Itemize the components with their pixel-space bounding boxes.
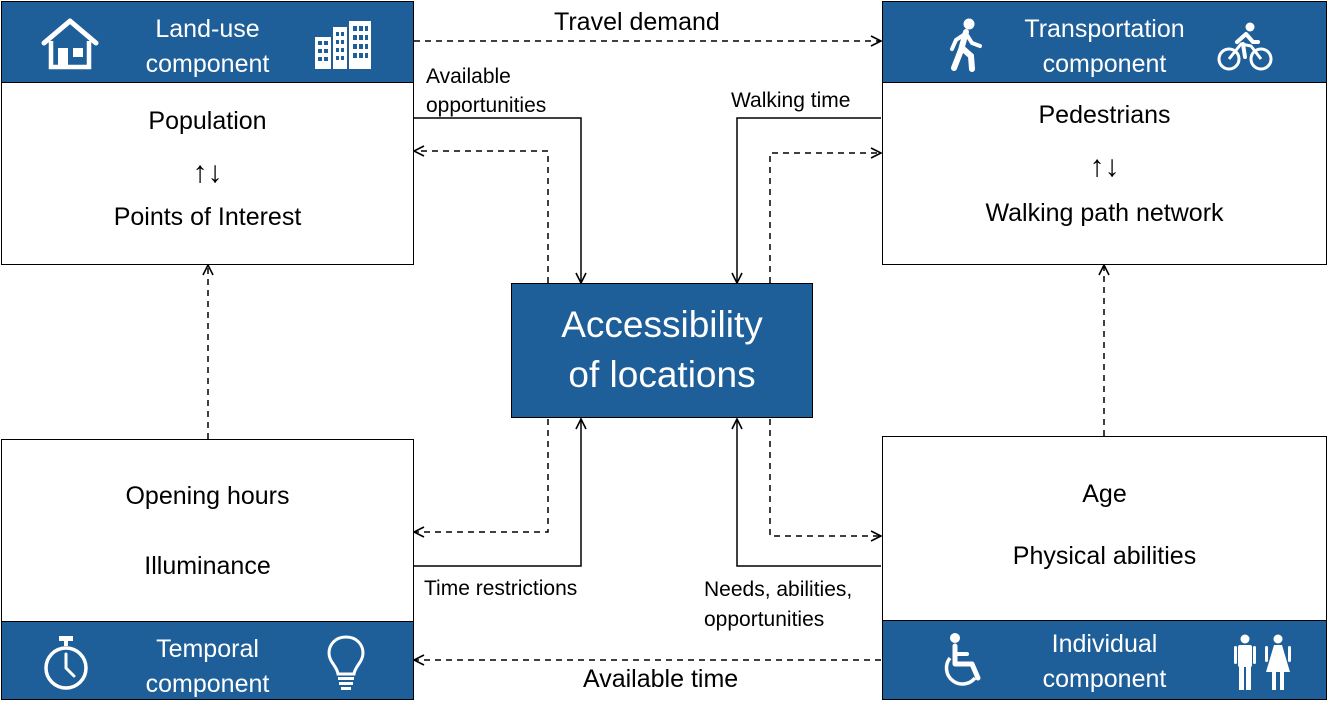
pedestrian-icon xyxy=(950,18,982,72)
center-title-line2: of locations xyxy=(568,354,756,395)
individual-title-line1: Individual xyxy=(1051,630,1158,658)
available-opportunities-label-line1: Available xyxy=(426,65,511,88)
available-opportunities-label-line2: opportunities xyxy=(426,94,547,117)
center-to-temporal-arrow xyxy=(414,419,549,532)
travel-demand-label: Travel demand xyxy=(554,8,720,36)
walking-time-label: Walking time xyxy=(731,89,851,112)
needs-abilities-label-line1: Needs, abilities, xyxy=(704,578,853,601)
individual-title-line2: component xyxy=(1042,665,1167,693)
temporal-body: Opening hours Illuminance xyxy=(1,439,414,622)
time-restrictions-arrow xyxy=(414,419,581,567)
land-use-item-poi: Points of Interest xyxy=(113,203,302,231)
transportation-swap-arrows: ↑↓ xyxy=(1089,150,1120,183)
people-icon xyxy=(1234,634,1291,690)
temporal-title-line2: component xyxy=(145,670,270,698)
wheelchair-icon xyxy=(944,633,981,686)
temporal-title-line1: Temporal xyxy=(156,635,259,663)
individual-item-age: Age xyxy=(1082,480,1127,508)
cyclist-icon xyxy=(1217,22,1273,71)
walking-time-arrow xyxy=(737,117,881,283)
land-use-swap-arrows: ↑↓ xyxy=(192,156,223,189)
individual-body: Age Physical abilities xyxy=(882,436,1327,621)
transportation-item-network: Walking path network xyxy=(985,199,1224,227)
land-use-item-population: Population xyxy=(148,107,267,135)
temporal-header: Temporal component xyxy=(1,621,414,700)
time-restrictions-label: Time restrictions xyxy=(424,577,578,600)
land-use-title-line2: component xyxy=(145,50,270,78)
temporal-item-illuminance: Illuminance xyxy=(144,552,271,580)
temporal-item-opening-hours: Opening hours xyxy=(125,482,290,510)
center-to-individual-arrow xyxy=(769,419,881,536)
transportation-body: Pedestrians ↑↓ Walking path network xyxy=(882,82,1327,265)
lightbulb-icon xyxy=(327,635,365,690)
available-opportunities-arrow xyxy=(414,117,581,283)
individual-item-physical-abilities: Physical abilities xyxy=(1012,542,1197,570)
transportation-item-pedestrians: Pedestrians xyxy=(1038,101,1171,129)
buildings-icon xyxy=(315,21,371,69)
needs-abilities-label-line2: opportunities xyxy=(704,608,825,631)
center-to-land-use-arrow xyxy=(414,151,549,283)
center-to-transportation-arrow xyxy=(769,153,881,283)
transportation-title-line2: component xyxy=(1042,50,1167,78)
land-use-title-line1: Land-use xyxy=(155,15,260,43)
stopwatch-icon xyxy=(44,636,88,690)
accessibility-of-locations-box: Accessibility of locations xyxy=(511,283,813,418)
land-use-body: Population ↑↓ Points of Interest xyxy=(1,82,414,265)
available-time-label: Available time xyxy=(583,665,739,693)
center-title-line1: Accessibility xyxy=(561,304,763,345)
transportation-title-line1: Transportation xyxy=(1024,15,1185,43)
house-icon xyxy=(41,18,99,70)
needs-abilities-arrow xyxy=(737,419,881,567)
